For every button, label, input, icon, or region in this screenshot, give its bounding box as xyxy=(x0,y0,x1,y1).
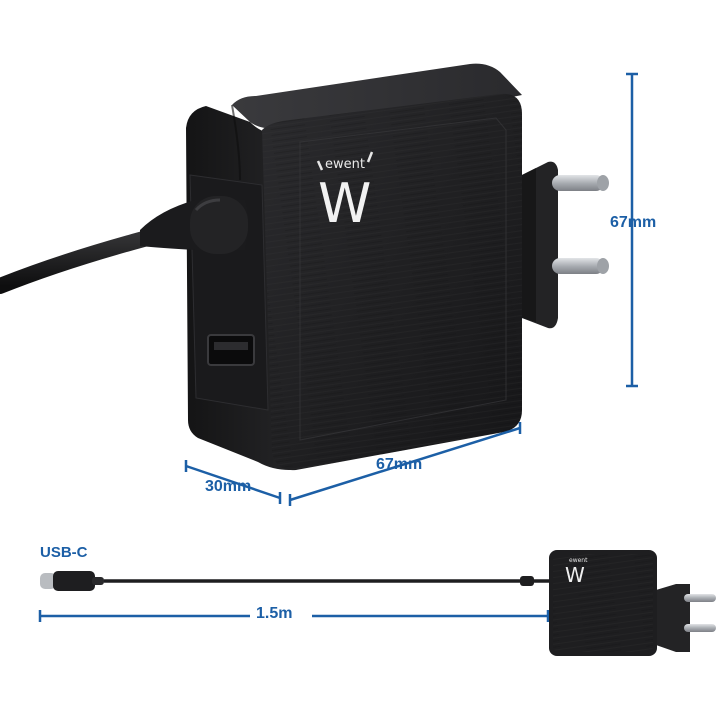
plug-pin-bottom xyxy=(552,258,609,274)
cable-strain-relief xyxy=(520,576,534,586)
dimension-depth xyxy=(184,460,282,504)
cable-large xyxy=(0,196,249,294)
height-label: 67mm xyxy=(610,214,657,231)
dimension-height xyxy=(626,72,638,388)
dimension-cable xyxy=(38,610,550,622)
width-label: 67mm xyxy=(376,456,423,473)
usb-c-connector xyxy=(40,571,104,591)
logo-glyph-small: W xyxy=(565,563,585,587)
cable-length-label: 1.5m xyxy=(256,605,293,622)
brand-text-small: ewent xyxy=(569,557,588,564)
charger-large: ewent W xyxy=(0,63,609,471)
logo-glyph: W xyxy=(318,172,371,235)
charger-small: ewent W xyxy=(549,550,716,656)
usb-c-label: USB-C xyxy=(40,544,88,561)
depth-label: 30mm xyxy=(205,478,252,495)
brand-logo: ewent W xyxy=(316,151,374,235)
plug-pin-top xyxy=(552,175,609,191)
dimension-width xyxy=(288,422,522,506)
brand-text: ewent xyxy=(325,157,365,172)
charger-top-face xyxy=(232,63,522,129)
usb-a-port xyxy=(207,334,255,366)
